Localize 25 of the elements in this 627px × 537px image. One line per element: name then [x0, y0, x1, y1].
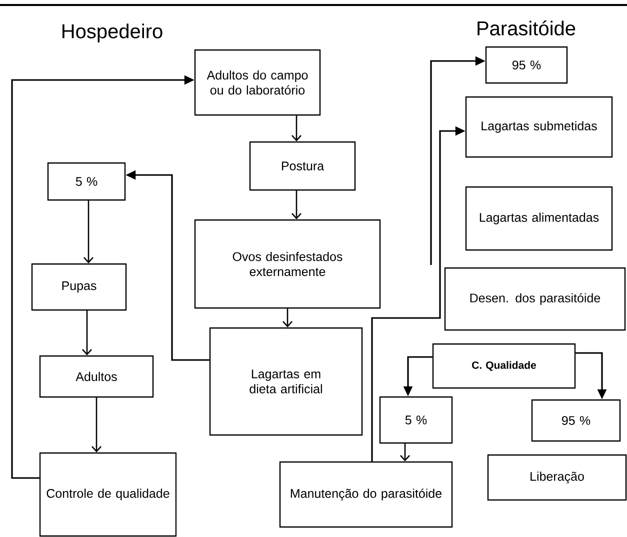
process-box: Controle de qualidade: [39, 452, 177, 537]
process-box: Manutenção do parasitóide: [279, 461, 453, 528]
process-box: Liberação: [487, 454, 627, 501]
arrow: [92, 398, 102, 452]
column-heading: Hospedeiro: [62, 24, 162, 42]
process-box: 5 %: [379, 396, 453, 444]
process-box: Pupas: [31, 263, 127, 311]
process-box: Postura: [249, 141, 356, 191]
arrow: [282, 308, 292, 328]
process-box: Lagartas em dieta artificial: [209, 327, 363, 436]
process-box: 95 %: [531, 399, 621, 442]
process-box: 5 %: [47, 162, 126, 201]
process-box: Ovos desinfestados externamente: [194, 219, 381, 309]
arrow: [400, 444, 410, 462]
process-box: Lagartas submetidas: [465, 96, 613, 158]
process-box: C. Qualidade: [432, 343, 576, 389]
process-box: Lagartas alimentadas: [465, 186, 613, 251]
arrow: [82, 310, 92, 356]
process-box: Adultos: [39, 355, 154, 398]
arrow: [292, 190, 302, 220]
process-box: 95 %: [485, 46, 568, 84]
arrow: [84, 200, 94, 264]
process-box: Adultos do campo ou do laboratório: [194, 49, 321, 116]
arrow: [292, 116, 302, 142]
process-box: Desen. dos parasitóide: [444, 267, 626, 331]
